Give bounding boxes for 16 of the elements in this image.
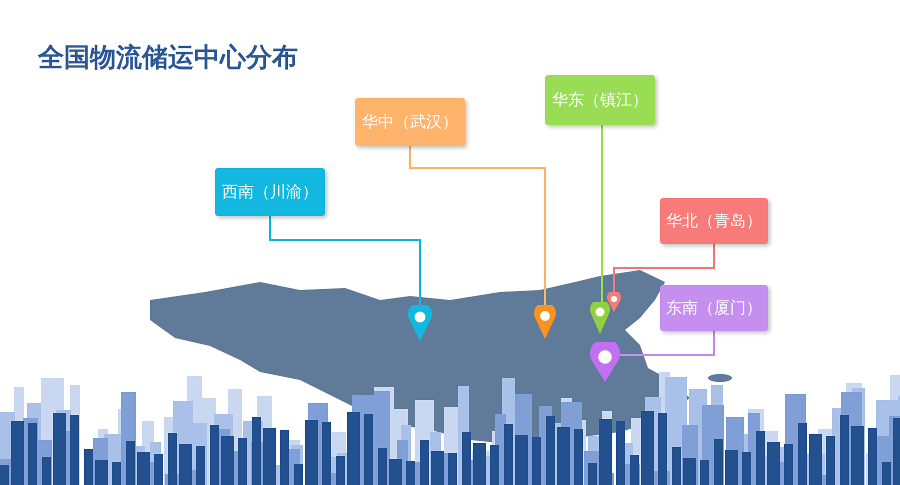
region-label: 华中（武汉） [355, 98, 465, 146]
location-pin-icon [590, 302, 610, 334]
title: 全国物流储运中心分布 [38, 42, 298, 75]
region-label: 华东（镇江） [545, 75, 655, 125]
location-pin-icon [408, 305, 432, 341]
leader-line [620, 331, 715, 356]
region-label: 西南（川渝） [215, 168, 325, 216]
leader-line [269, 216, 421, 305]
location-pin-icon [607, 292, 621, 312]
region-label: 华北（青岛） [660, 198, 768, 244]
location-pin-icon [534, 305, 556, 339]
location-pin-icon [590, 342, 620, 382]
leader-line [613, 244, 715, 292]
leader-line [601, 125, 603, 302]
leader-line [409, 146, 546, 305]
region-label: 东南（厦门） [660, 285, 768, 331]
